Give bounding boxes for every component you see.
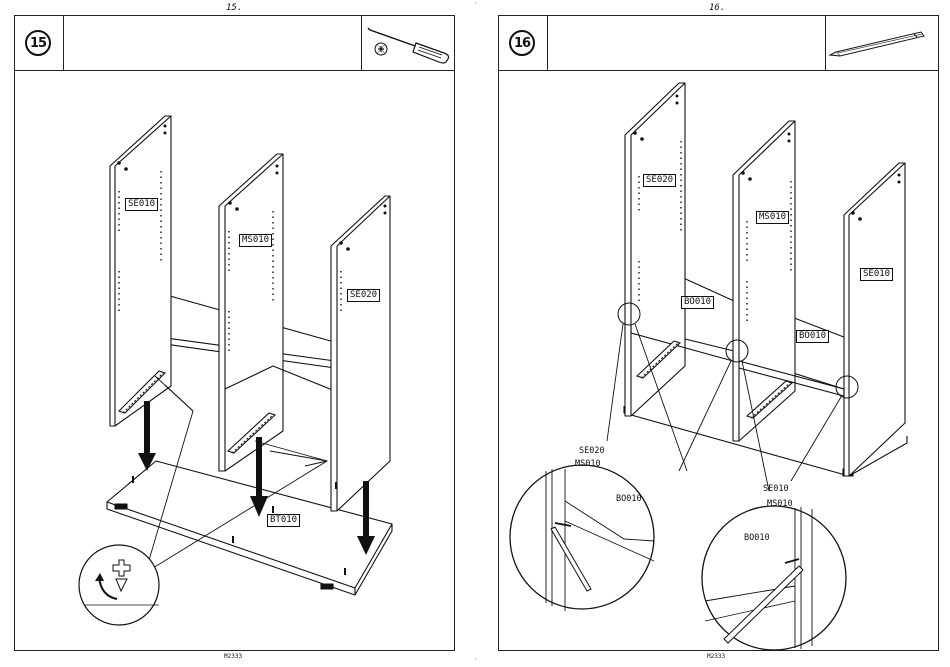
part-label: SE020 [347, 289, 380, 302]
detail-label: MS010 [767, 499, 793, 509]
detail-label: SE010 [763, 484, 789, 494]
footer-code-left: M2333 [224, 653, 242, 660]
detail-magnifier-left [510, 465, 654, 611]
part-label: SE010 [860, 268, 893, 281]
part-label: SE020 [643, 174, 676, 187]
middle-panel-ms010 [733, 121, 795, 441]
assembly-illustration [15, 71, 454, 651]
step-header: 16 [499, 16, 938, 71]
step-number-cell: 15 [15, 16, 64, 70]
side-panel-se010 [844, 163, 905, 476]
step-number-badge: 16 [509, 30, 535, 56]
detail-magnifier [79, 545, 159, 625]
screwdriver-icon [362, 16, 454, 70]
detail-label: BO010 [616, 494, 642, 504]
step-number-badge: 15 [25, 30, 51, 56]
detail-label: MS010 [575, 459, 601, 469]
part-label: BO010 [796, 330, 829, 343]
tool-cell [361, 16, 454, 70]
instruction-panel-right: 16 [498, 15, 939, 651]
tool-cell [825, 16, 938, 70]
instruction-panel-left: 15 [14, 15, 455, 651]
page-divider-mark: · [474, 657, 477, 663]
assembly-illustration [499, 71, 938, 651]
part-label: SE010 [125, 198, 158, 211]
page-divider-mark: · [474, 1, 477, 7]
pencil-icon [826, 16, 938, 70]
phillips-bit-icon [375, 43, 387, 55]
part-label: MS010 [756, 211, 789, 224]
detail-label: SE020 [579, 446, 605, 456]
detail-magnifier-right [702, 506, 846, 650]
part-label: MS010 [239, 234, 272, 247]
part-label: BT010 [267, 514, 300, 527]
page-number-left: 15. [226, 3, 242, 13]
detail-label: BO010 [744, 533, 770, 543]
part-label: BO010 [681, 296, 714, 309]
step-number-cell: 16 [499, 16, 548, 70]
step-header: 15 [15, 16, 454, 71]
page-number-right: 16. [709, 3, 725, 13]
footer-code-right: M2333 [707, 653, 725, 660]
